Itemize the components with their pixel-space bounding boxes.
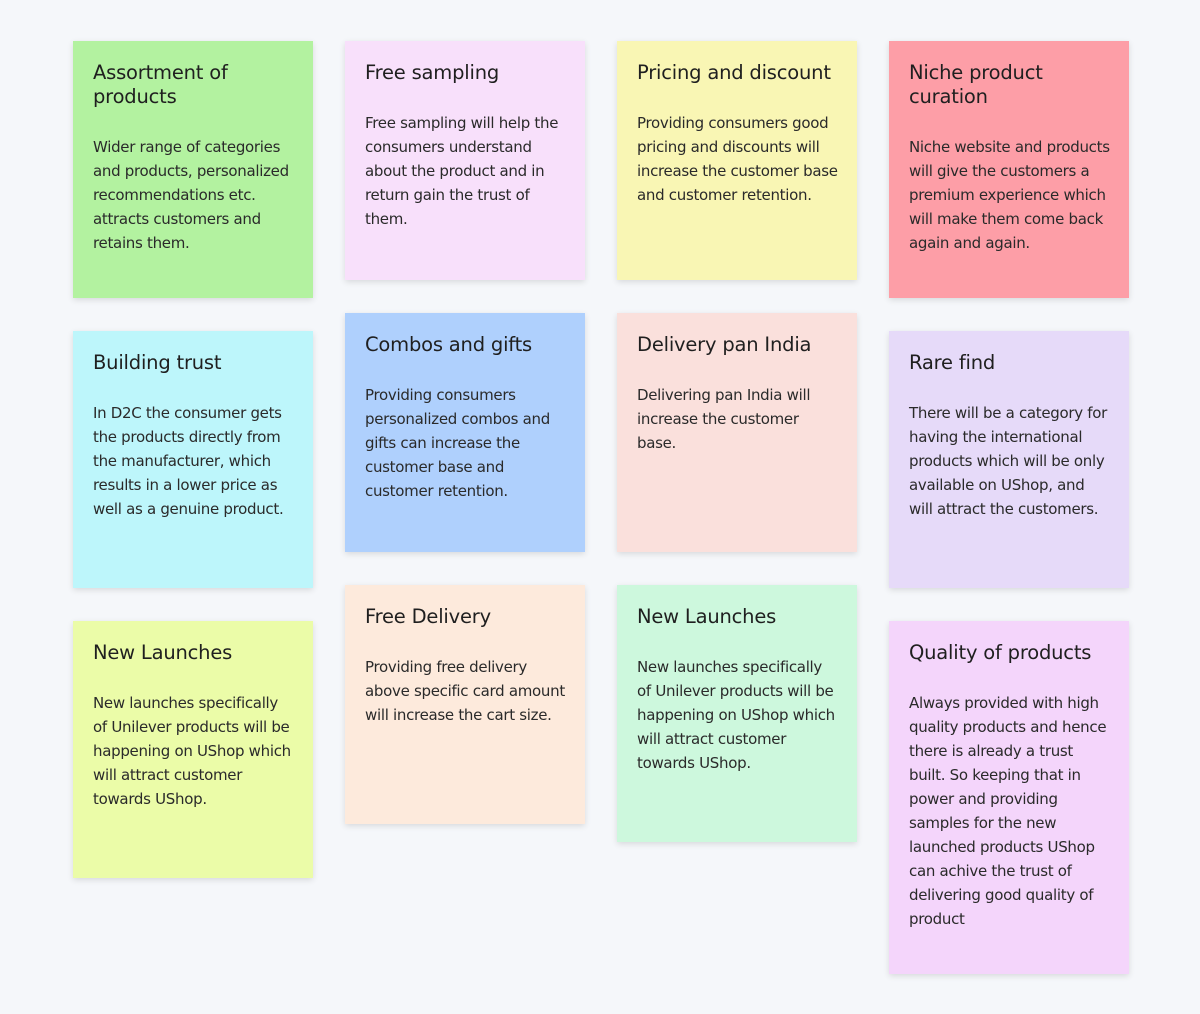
note-body: Providing free delivery above specific c…: [365, 658, 565, 724]
sticky-note-new-launches[interactable]: New Launches New launches specifically o…: [73, 621, 313, 878]
note-title: Building trust: [93, 351, 222, 374]
note-body: Always provided with high quality produc…: [909, 694, 1107, 928]
note-body: Niche website and products will give the…: [909, 138, 1110, 252]
sticky-note-rare-find[interactable]: Rare find There will be a category for h…: [889, 331, 1129, 588]
note-title: New Launches: [93, 641, 233, 664]
note-body: Wider range of categories and products, …: [93, 138, 289, 252]
sticky-note-combos-and-gifts[interactable]: Combos and gifts Providing consumers per…: [345, 313, 585, 552]
note-title: Pricing and discount: [637, 61, 831, 84]
sticky-note-free-delivery[interactable]: Free Delivery Providing free delivery ab…: [345, 585, 585, 824]
note-title: Niche product curation: [909, 61, 1043, 108]
sticky-note-delivery-pan-india[interactable]: Delivery pan India Delivering pan India …: [617, 313, 857, 552]
note-body: Free sampling will help the consumers un…: [365, 114, 559, 228]
note-title: Quality of products: [909, 641, 1092, 664]
note-body: Delivering pan India will increase the c…: [637, 386, 811, 452]
note-title: Free Delivery: [365, 605, 491, 628]
sticky-note-building-trust[interactable]: Building trust In D2C the consumer gets …: [73, 331, 313, 588]
sticky-note-niche-product-curation[interactable]: Niche product curation Niche website and…: [889, 41, 1129, 298]
note-body: New launches specifically of Unilever pr…: [93, 694, 291, 808]
sticky-note-free-sampling[interactable]: Free sampling Free sampling will help th…: [345, 41, 585, 280]
sticky-note-pricing-and-discount[interactable]: Pricing and discount Providing consumers…: [617, 41, 857, 280]
sticky-note-assortment-of-products[interactable]: Assortment of products Wider range of ca…: [73, 41, 313, 298]
note-title: Assortment of products: [93, 61, 228, 108]
sticky-note-new-launches-2[interactable]: New Launches New launches specifically o…: [617, 585, 857, 842]
note-body: Providing consumers good pricing and dis…: [637, 114, 838, 204]
note-body: Providing consumers personalized combos …: [365, 386, 550, 500]
note-title: Combos and gifts: [365, 333, 533, 356]
note-body: New launches specifically of Unilever pr…: [637, 658, 835, 772]
note-title: New Launches: [637, 605, 777, 628]
sticky-note-quality-of-products[interactable]: Quality of products Always provided with…: [889, 621, 1129, 974]
note-body: There will be a category for having the …: [909, 404, 1108, 518]
note-body: In D2C the consumer gets the products di…: [93, 404, 284, 518]
note-title: Rare find: [909, 351, 996, 374]
note-title: Delivery pan India: [637, 333, 812, 356]
note-title: Free sampling: [365, 61, 500, 84]
